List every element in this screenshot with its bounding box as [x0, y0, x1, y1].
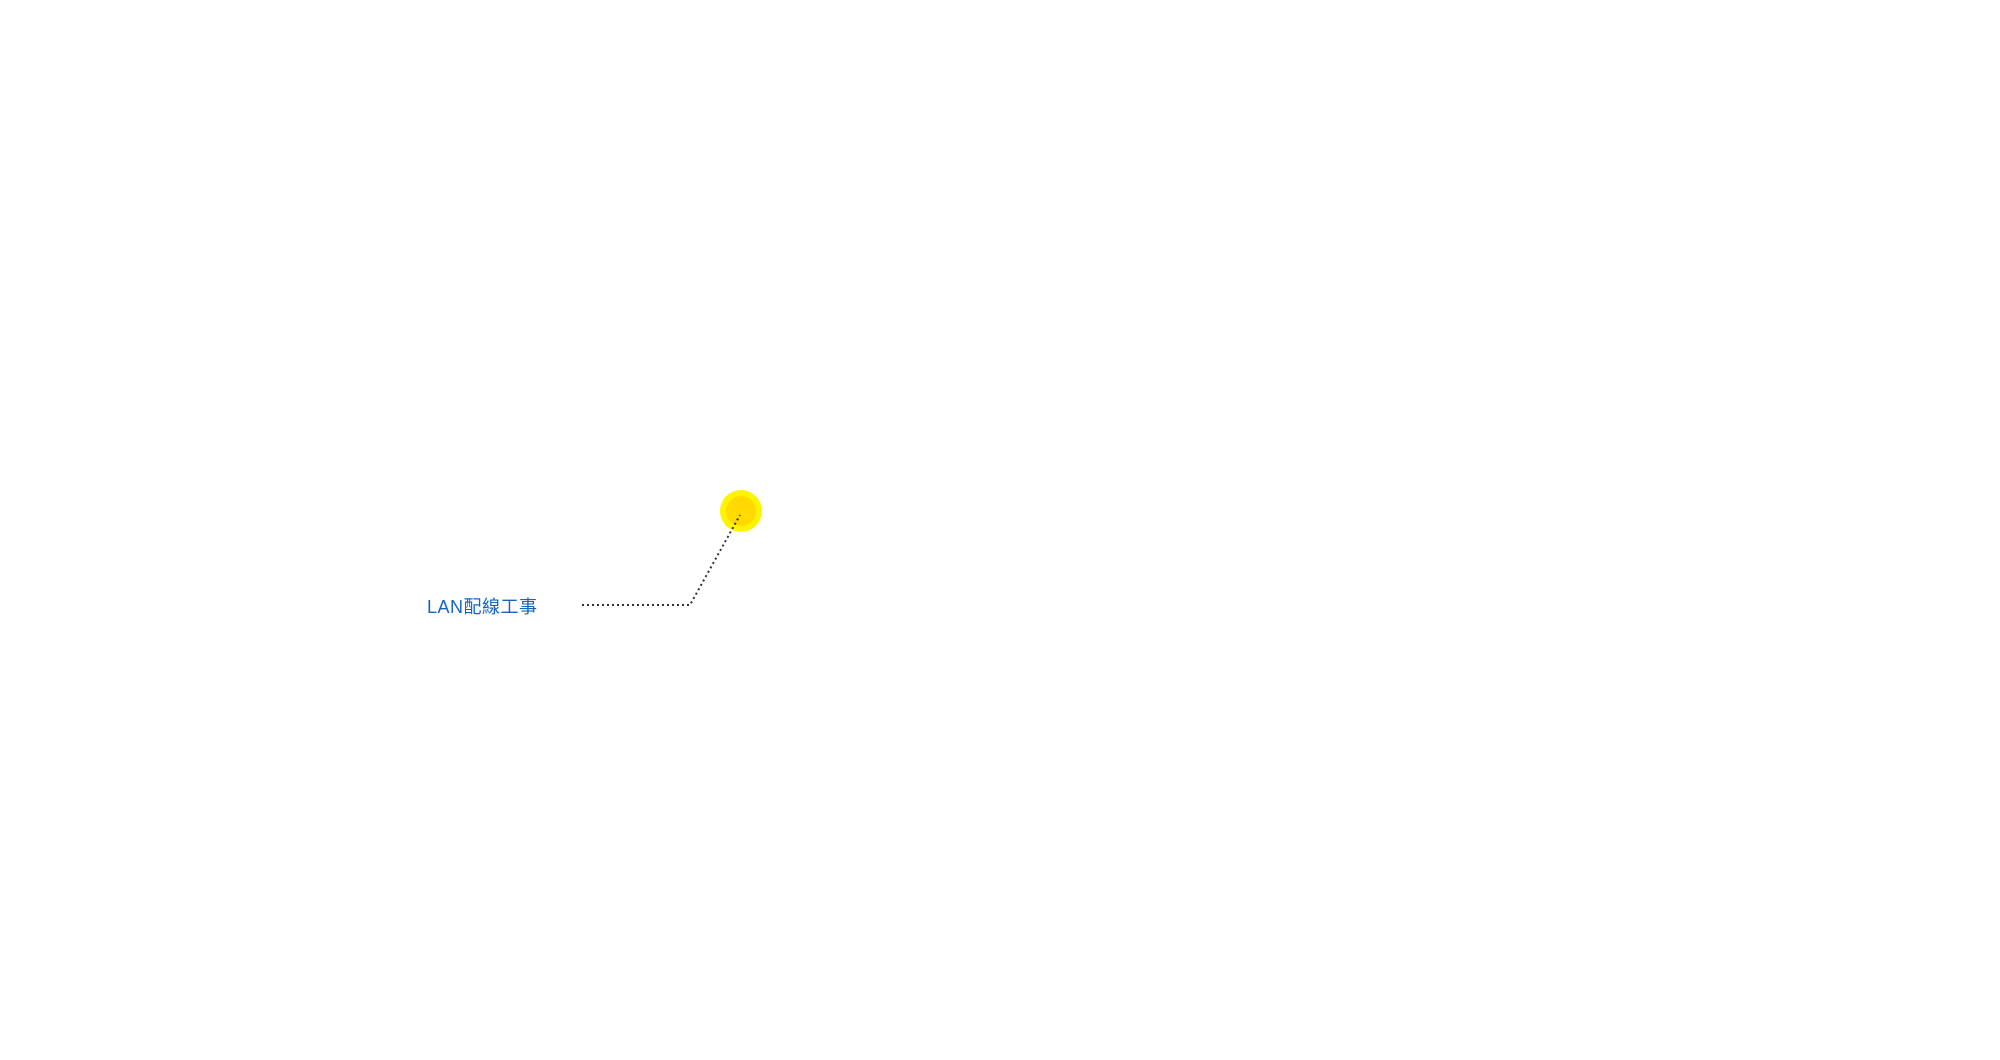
marker-highlight-inner — [726, 496, 756, 526]
leader-line — [582, 514, 741, 606]
callout-label[interactable]: LAN配線工事 — [427, 597, 538, 617]
